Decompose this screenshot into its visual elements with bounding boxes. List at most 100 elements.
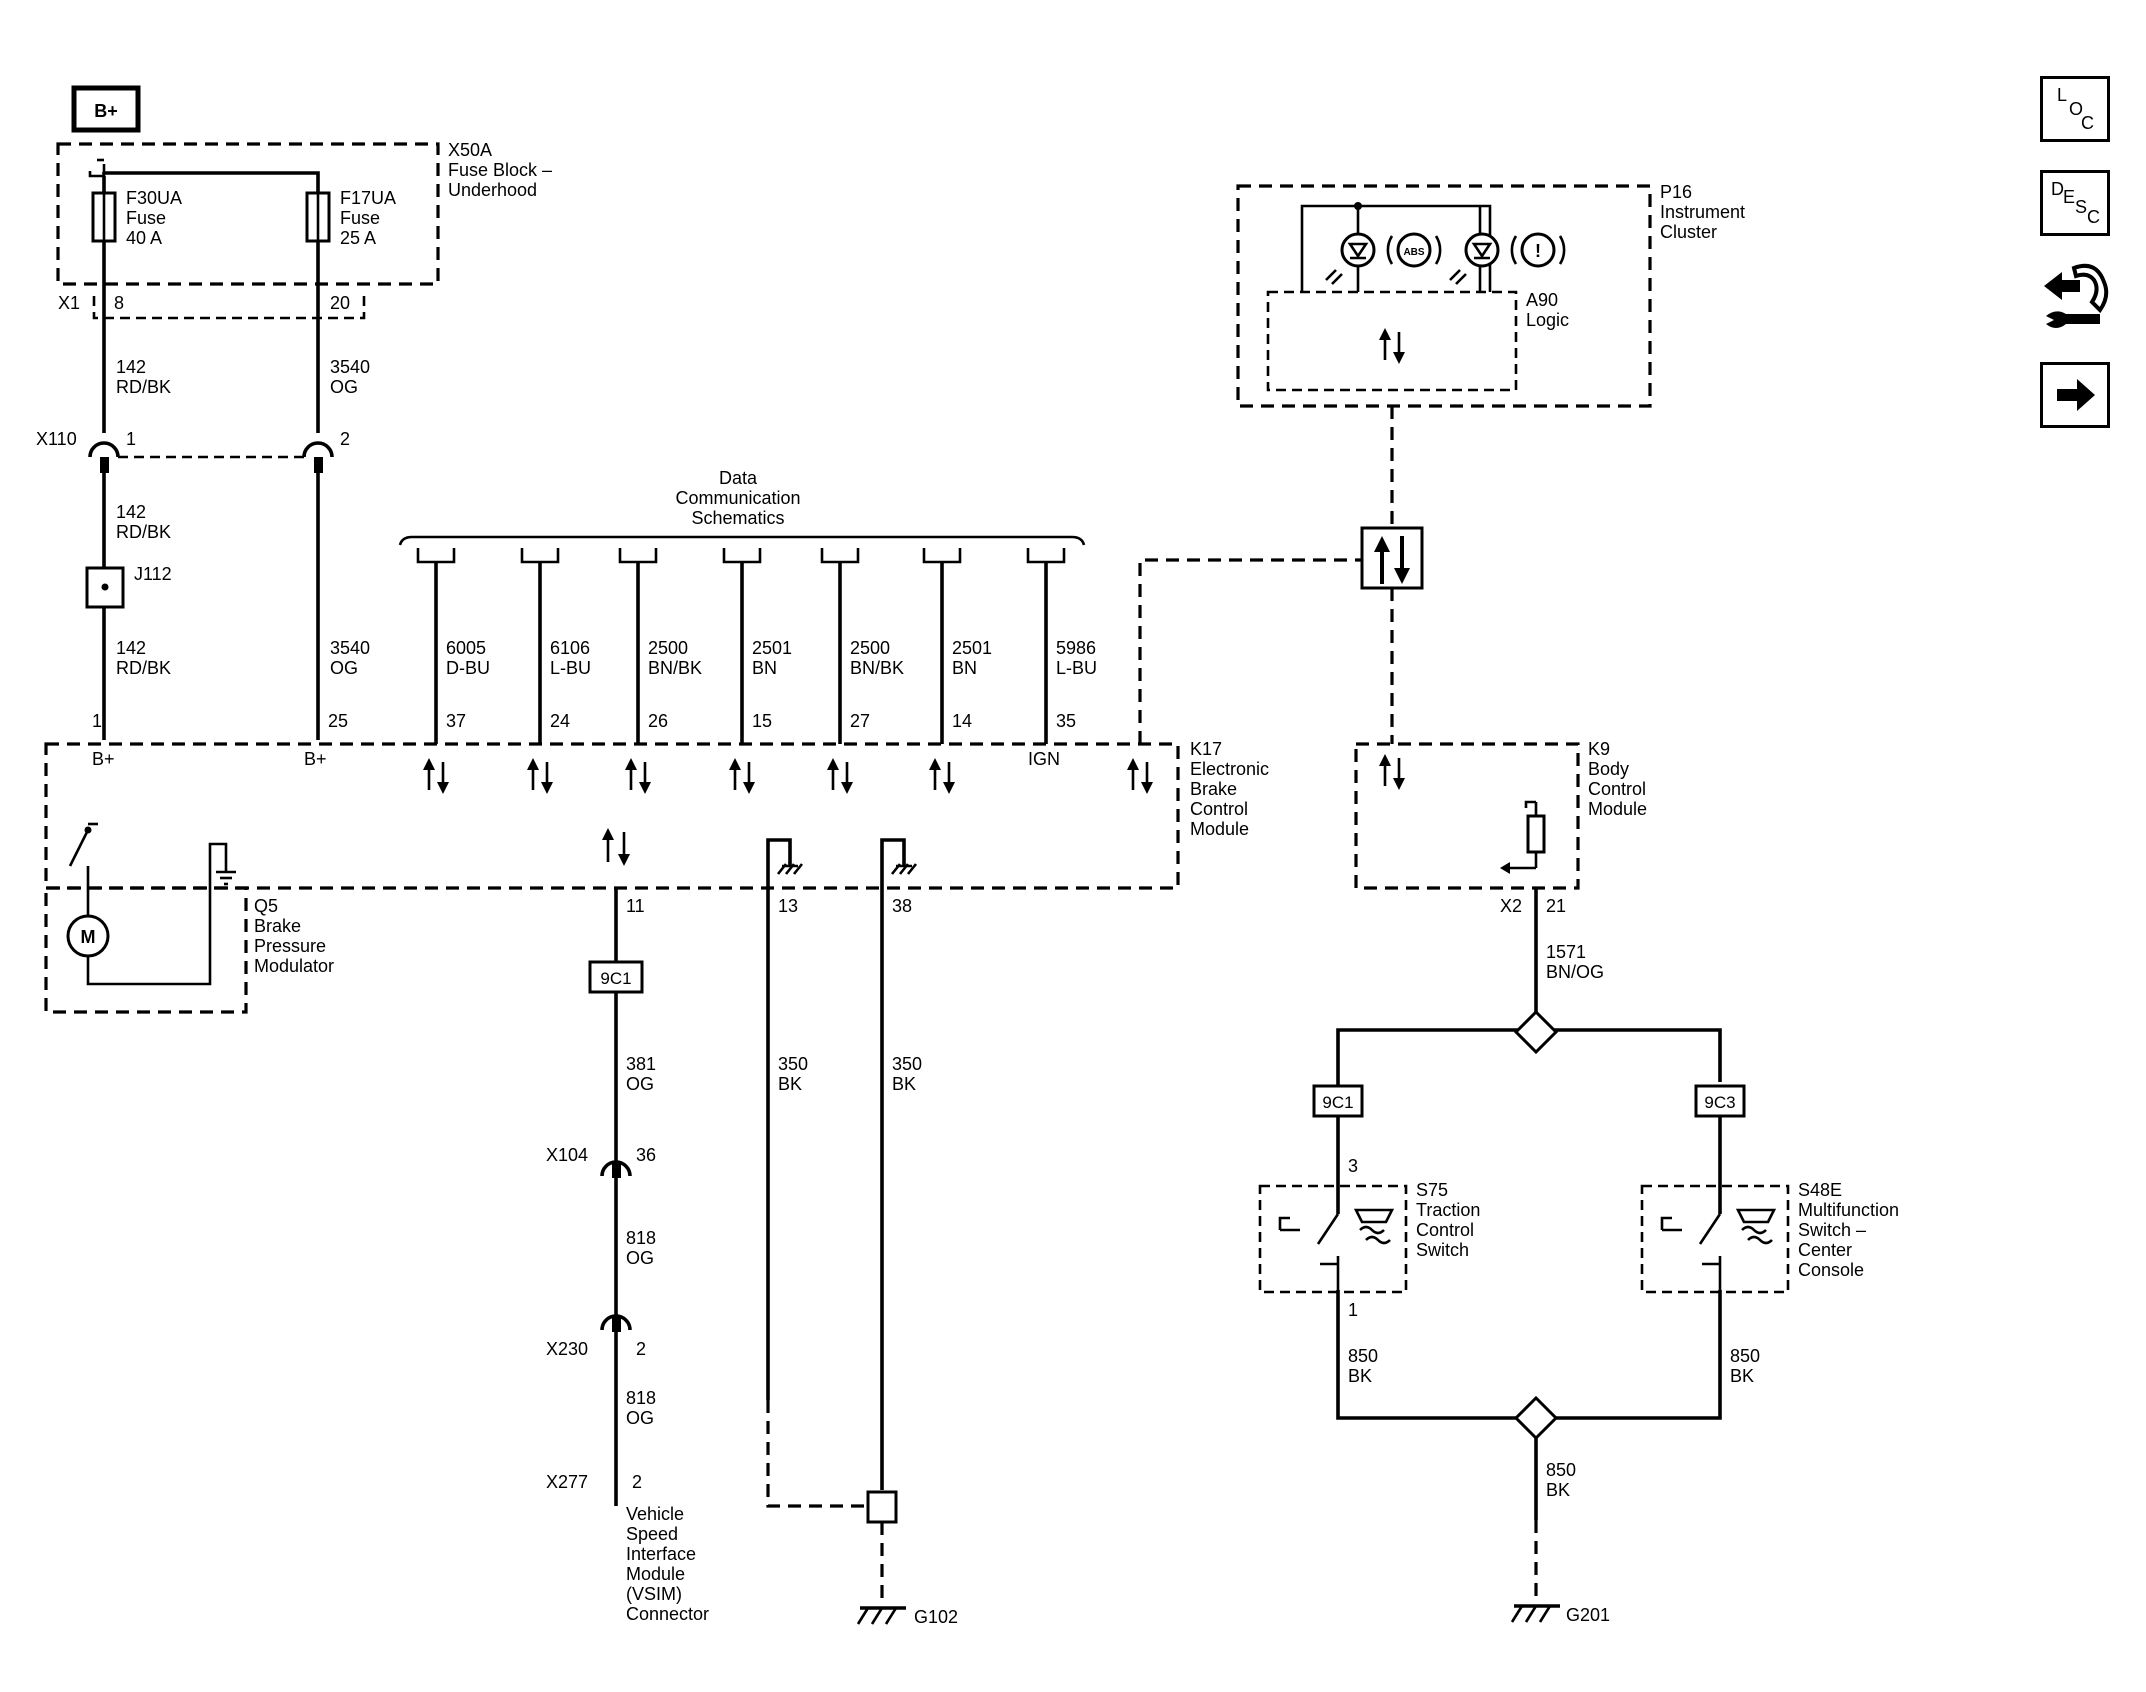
wire-850-circuit-r: 850 [1730, 1346, 1760, 1366]
serial-arrows-5 [827, 758, 853, 794]
wire-3540-color-2: OG [330, 658, 358, 678]
svg-text:X1: X1 [58, 293, 80, 313]
svg-text:9C3: 9C3 [1704, 1093, 1735, 1112]
connector-x110: X110 1 2 [36, 429, 350, 473]
traction-control-icon-2 [1735, 1208, 1777, 1245]
ground-g201-label: G201 [1566, 1605, 1610, 1625]
wire-850-color-b: BK [1546, 1480, 1570, 1500]
svg-text:350: 350 [892, 1054, 922, 1074]
svg-text:Fuse Block –: Fuse Block – [448, 160, 552, 180]
next-page-button[interactable] [2040, 362, 2110, 428]
svg-text:Module: Module [626, 1564, 685, 1584]
svg-text:S48E: S48E [1798, 1180, 1842, 1200]
data-wire-group: 6005D-BU376106L-BU242500BN/BK262501BN152… [416, 548, 1097, 744]
svg-text:ABS: ABS [1403, 247, 1424, 258]
svg-text:(VSIM): (VSIM) [626, 1584, 682, 1604]
svg-text:Data: Data [719, 468, 758, 488]
svg-text:40 A: 40 A [126, 228, 162, 248]
connector-x1: X1 8 20 [58, 241, 366, 433]
svg-text:Interface: Interface [626, 1544, 696, 1564]
svg-text:L: L [2057, 85, 2067, 105]
svg-text:Switch: Switch [1416, 1240, 1469, 1260]
svg-text:Console: Console [1798, 1260, 1864, 1280]
svg-text:Speed: Speed [626, 1524, 678, 1544]
connector-end-view-button[interactable] [2040, 256, 2112, 342]
wire-3540-circuit-2: 3540 [330, 638, 370, 658]
svg-text:Q5: Q5 [254, 896, 278, 916]
serial-arrows-6 [929, 758, 955, 794]
splice-bottom [1336, 1395, 1722, 1602]
data-wire-pin: 14 [952, 711, 972, 731]
svg-text:Fuse: Fuse [340, 208, 380, 228]
serial-data-gateway-icon [1360, 406, 1424, 744]
wire-142-color-3: RD/BK [116, 658, 171, 678]
svg-text:M: M [81, 927, 96, 947]
logic-a90: A90 Logic [1266, 290, 1569, 392]
svg-text:Traction: Traction [1416, 1200, 1480, 1220]
svg-text:Underhood: Underhood [448, 180, 537, 200]
description-button[interactable]: D E S C [2040, 170, 2110, 236]
data-wire-circuit: 2501 [752, 638, 792, 658]
svg-text:1: 1 [1348, 1300, 1358, 1320]
svg-text:K9: K9 [1588, 739, 1610, 759]
svg-text:1: 1 [92, 711, 102, 731]
data-wire-color: L-BU [550, 658, 591, 678]
wire-142-circuit: 142 [116, 357, 146, 377]
instrument-cluster-p16: P16 Instrument Cluster ABS ! [1236, 182, 1745, 408]
svg-text:B+: B+ [92, 749, 115, 769]
brake-pressure-modulator-q5: M Q5 Brake Pressure Modulator [44, 822, 334, 1014]
svg-text:Logic: Logic [1526, 310, 1569, 330]
location-button[interactable]: L O C [2040, 76, 2110, 142]
svg-text:3: 3 [1348, 1156, 1358, 1176]
svg-text:O: O [2069, 99, 2083, 119]
serial-data-arrows [423, 758, 1153, 794]
svg-text:Communication: Communication [675, 488, 800, 508]
svg-text:Pressure: Pressure [254, 936, 326, 956]
svg-text:OG: OG [626, 1408, 654, 1428]
svg-text:S: S [2075, 197, 2087, 217]
svg-text:9C1: 9C1 [600, 969, 631, 988]
svg-text:Control: Control [1588, 779, 1646, 799]
serial-arrows-k17-link [1127, 758, 1153, 794]
ground-g102-icon [856, 1606, 906, 1625]
svg-text:X104: X104 [546, 1145, 588, 1165]
wire-1571-circuit: 1571 [1546, 942, 1586, 962]
data-wire-color: BN/BK [648, 658, 702, 678]
svg-text:F17UA: F17UA [340, 188, 396, 208]
svg-text:Brake: Brake [1190, 779, 1237, 799]
svg-text:2: 2 [340, 429, 350, 449]
location-icon: L O C [2057, 85, 2094, 133]
svg-text:Module: Module [1588, 799, 1647, 819]
svg-text:F30UA: F30UA [126, 188, 182, 208]
svg-text:9C1: 9C1 [1322, 1093, 1353, 1112]
svg-text:818: 818 [626, 1228, 656, 1248]
svg-text:Multifunction: Multifunction [1798, 1200, 1899, 1220]
data-wire-circuit: 2500 [648, 638, 688, 658]
svg-text:OG: OG [626, 1074, 654, 1094]
data-wire-color: BN [752, 658, 777, 678]
traction-control-switch-s75: 3 S75 Traction Control Switch 1 [1258, 1116, 1480, 1416]
svg-text:B+: B+ [94, 101, 118, 121]
data-wire-circuit: 2501 [952, 638, 992, 658]
svg-text:G102: G102 [914, 1607, 958, 1627]
ebcm-ground-circuits: 13 38 350 BK 350 BK G102 [766, 838, 958, 1627]
data-wire-pin: 35 [1056, 711, 1076, 731]
data-wire-color: BN/BK [850, 658, 904, 678]
wire-850-color-r: BK [1730, 1366, 1754, 1386]
svg-text:Electronic: Electronic [1190, 759, 1269, 779]
serial-link-k17 [1138, 558, 1362, 744]
svg-text:Fuse: Fuse [126, 208, 166, 228]
fuse-block-x50a: X50A Fuse Block – Underhood F30UA Fuse 4… [56, 140, 552, 286]
svg-text:25: 25 [328, 711, 348, 731]
svg-text:2: 2 [632, 1472, 642, 1492]
svg-text:D: D [2051, 179, 2064, 199]
svg-text:A90: A90 [1526, 290, 1558, 310]
vsim-circuit: 11 9C1 381 OG X104 36 818 OG X230 2 818 … [546, 828, 709, 1624]
splice-j112: J112 [85, 564, 172, 609]
serial-arrows-3 [625, 758, 651, 794]
svg-text:S75: S75 [1416, 1180, 1448, 1200]
